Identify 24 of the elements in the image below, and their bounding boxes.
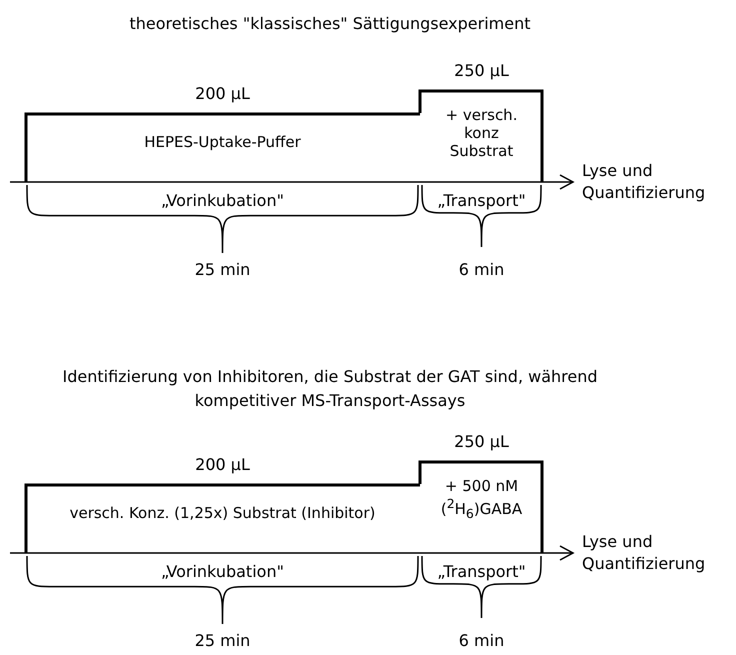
phase-label: „Transport" <box>436 563 527 581</box>
volume-step <box>420 90 543 182</box>
duration-label: 25 min <box>194 632 252 650</box>
volume-label: 250 µL <box>453 433 510 451</box>
volume-step <box>420 461 543 553</box>
phase-label: „Vorinkubation" <box>160 192 285 210</box>
volume-label: 200 µL <box>194 85 251 103</box>
end-step-label: Lyse und Quantifizierung <box>582 531 706 575</box>
duration-label: 6 min <box>458 261 506 279</box>
volume-step <box>25 484 420 553</box>
duration-label: 25 min <box>194 261 252 279</box>
diagram-heading: Identifizierung von Inhibitoren, die Substrat der GAT sind, während kompetitiver MS-Transport-Assays <box>61 366 599 412</box>
buffer-label: + 500 nM ($^{2}$H$_{6}$)GABA <box>440 477 524 523</box>
buffer-label: HEPES-Uptake-Puffer <box>143 133 302 151</box>
diagram-heading: theoretisches "klassisches" Sättigungsexperiment <box>128 13 532 35</box>
volume-label: 250 µL <box>453 62 510 80</box>
phase-label: „Vorinkubation" <box>160 563 285 581</box>
buffer-label: versch. Konz. (1,25x) Substrat (Inhibitor) <box>68 504 376 522</box>
duration-label: 6 min <box>458 632 506 650</box>
phase-label: „Transport" <box>436 192 527 210</box>
end-step-label: Lyse und Quantifizierung <box>582 160 706 204</box>
buffer-label: + versch. konz Substrat <box>444 106 518 160</box>
volume-label: 200 µL <box>194 456 251 474</box>
volume-step <box>25 113 420 182</box>
